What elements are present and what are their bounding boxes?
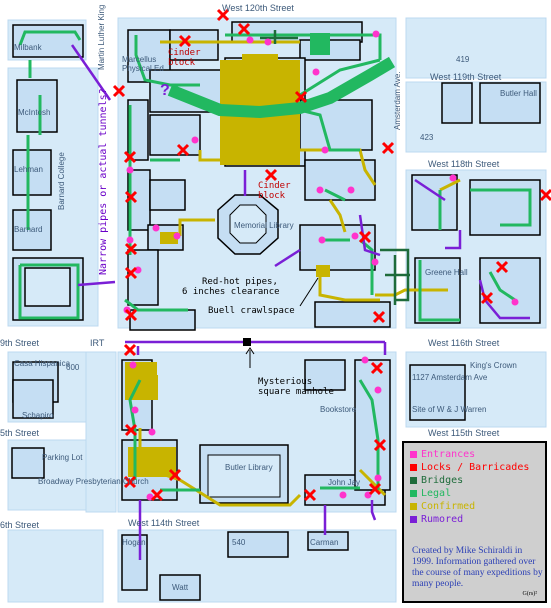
legend-label-bridges: Bridges: [421, 475, 464, 486]
street-labels: West 120th Street West 119th Street West…: [0, 3, 502, 530]
label-hogan: Hogan: [122, 538, 146, 547]
label-john-jay: John Jay: [328, 478, 360, 487]
label-kings-crown: King's Crown: [470, 361, 517, 370]
label-site-ww: Site of W & J Warren: [412, 405, 486, 414]
street-amsterdam: Amsterdam Ave.: [393, 71, 402, 130]
street-left-115: 5th Street: [0, 428, 40, 438]
locks-barricades: [112, 8, 551, 502]
label-600: 600: [66, 363, 80, 372]
bridges: [260, 30, 410, 305]
rumored-tunnels: [70, 44, 530, 560]
legend-swatch-entrances: [410, 451, 417, 458]
label-carman: Carman: [310, 538, 338, 547]
street-w116: West 116th Street: [428, 338, 500, 348]
legend-item-rumored: Rumored: [410, 514, 463, 525]
street-w118: West 118th Street: [428, 159, 500, 169]
annotations: Cinder block Cinder block ? Narrow pipes…: [98, 48, 334, 397]
square-manhole: [243, 338, 251, 346]
label-broadway-church: Broadway Presbyterian Church: [38, 477, 149, 486]
legend-swatch-confirmed: [410, 503, 417, 510]
legend-label-rumored: Rumored: [421, 514, 464, 525]
legend-swatch-legal: [410, 490, 417, 497]
note-question: ?: [160, 82, 170, 99]
street-left-116: 9th Street: [0, 338, 40, 348]
label-540: 540: [232, 538, 246, 547]
label-milbank: Milbank: [14, 43, 43, 52]
irt-label: IRT: [90, 338, 105, 348]
note-manhole-2: square manhole: [258, 387, 334, 397]
note-manhole-1: Mysterious: [258, 377, 312, 387]
note-red-hot-2: 6 inches clearance: [182, 287, 280, 297]
label-greene-hall: Greene Hall: [425, 268, 468, 277]
label-parking-lot: Parking Lot: [42, 453, 83, 462]
label-memorial-library: Memorial Library: [234, 221, 294, 230]
label-casa: Casa Hispanica: [14, 359, 71, 368]
legend-swatch-locks: [410, 464, 417, 471]
label-butler-library: Butler Library: [225, 463, 273, 472]
label-physical: Physical Ed: [122, 64, 164, 73]
label-lehman: Lehman: [14, 165, 43, 174]
label-barnard-hall: Barnard: [14, 225, 42, 234]
note-cinder-mid-1: Cinder: [258, 181, 291, 191]
label-schapiro: Schapiro: [22, 411, 54, 420]
buildings: [11, 21, 541, 601]
signature: G(rs)²: [522, 591, 537, 597]
street-w120: West 120th Street: [222, 3, 294, 13]
legend-item-bridges: Bridges: [410, 475, 463, 486]
label-419: 419: [456, 55, 470, 64]
label-bookstore: Bookstore: [320, 405, 357, 414]
legend-item-locks: Locks / Barricades: [410, 462, 529, 473]
credit-text: Created by Mike Schiraldi in 1999. Infor…: [412, 546, 543, 589]
legend-swatch-rumored: [410, 516, 417, 523]
street-barnard: Barnard College: [57, 152, 66, 210]
street-w119: West 119th Street: [430, 72, 502, 82]
note-cinder-top-1: Cinder: [168, 48, 201, 58]
note-cinder-top-2: block: [168, 58, 196, 68]
label-mcintosh: McIntosh: [18, 108, 50, 117]
legend-label-legal: Legal: [421, 488, 452, 499]
street-left-114: 6th Street: [0, 520, 40, 530]
legend-label-locks: Locks / Barricades: [421, 462, 530, 473]
note-buell: Buell crawlspace: [208, 306, 295, 316]
label-marcellus: Marcellus: [122, 55, 156, 64]
building-labels: Marcellus Physical Ed McIntosh Lehman Ba…: [14, 43, 537, 592]
label-watt: Watt: [172, 583, 189, 592]
label-423: 423: [420, 133, 434, 142]
legend-label-confirmed: Confirmed: [421, 501, 476, 512]
note-red-hot-1: Red-hot pipes,: [202, 277, 278, 287]
label-amsterdam-1127: 1127 Amsterdam Ave: [412, 373, 488, 382]
street-mlk: Martin Luther King: [97, 5, 106, 70]
note-narrow-pipes: Narrow pipes or actual tunnels?: [98, 88, 109, 275]
entrances: [123, 30, 519, 501]
label-butler-hall: Butler Hall: [500, 89, 537, 98]
legend-label-entrances: Entrances: [421, 449, 476, 460]
note-cinder-mid-2: block: [258, 191, 286, 201]
street-w115: West 115th Street: [428, 428, 500, 438]
legend-swatch-bridges: [410, 477, 417, 484]
legend-item-confirmed: Confirmed: [410, 501, 475, 512]
legend: Entrances Locks / Barricades Bridges Leg…: [402, 441, 547, 603]
legend-item-legal: Legal: [410, 488, 451, 499]
legal-main-tunnel: [167, 56, 396, 119]
street-w114: West 114th Street: [128, 518, 200, 528]
legal-block: [310, 33, 330, 55]
legend-item-entrances: Entrances: [410, 449, 475, 460]
